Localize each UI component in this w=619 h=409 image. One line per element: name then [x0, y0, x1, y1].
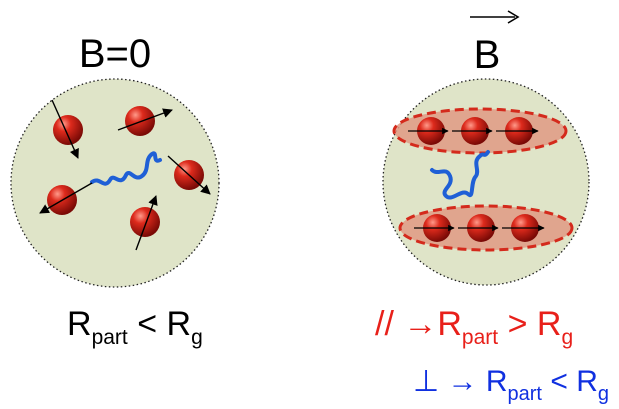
perp-lhs: R: [485, 365, 508, 398]
parallel-rhs: R: [536, 305, 562, 343]
parallel-rhs-sub: g: [561, 326, 574, 349]
perp-op: <: [550, 365, 568, 398]
left-particle-4: [39, 182, 93, 215]
left-particle-5: [130, 195, 160, 251]
parallel-arrow: →: [403, 305, 438, 343]
left-relation-rhs-sub: g: [191, 326, 203, 349]
right-polymer-chain: [430, 150, 490, 200]
left-relation: Rpart < Rg: [67, 305, 203, 348]
right-title: B: [474, 33, 501, 77]
left-relation-rhs: R: [166, 305, 192, 343]
left-relation-lhs: R: [67, 305, 92, 343]
perpendicular-relation: ⊥ → Rpart < Rg: [413, 365, 609, 405]
left-particle-3: [167, 155, 211, 195]
perp-arrow: →: [447, 365, 478, 398]
left-relation-lhs-sub: part: [91, 326, 128, 349]
parallel-lhs: R: [437, 305, 462, 343]
left-particle-1: [51, 99, 83, 159]
perp-symbol: ⊥: [413, 365, 440, 398]
parallel-relation: // →Rpart > Rg: [375, 305, 573, 348]
perp-lhs-sub: part: [507, 383, 542, 405]
upper-particle-chain: [408, 117, 539, 145]
perp-rhs-sub: g: [597, 383, 609, 405]
left-particle-2: [117, 106, 173, 136]
parallel-lhs-sub: part: [461, 326, 499, 349]
field-vector-arrow: [470, 10, 520, 24]
lower-particle-chain: [414, 214, 545, 242]
perp-rhs: R: [576, 365, 598, 398]
left-relation-op: <: [137, 305, 158, 343]
parallel-symbol: //: [375, 305, 394, 343]
left-title: B=0: [79, 32, 151, 76]
parallel-op: >: [507, 305, 528, 343]
left-polymer-chain: [90, 151, 162, 186]
